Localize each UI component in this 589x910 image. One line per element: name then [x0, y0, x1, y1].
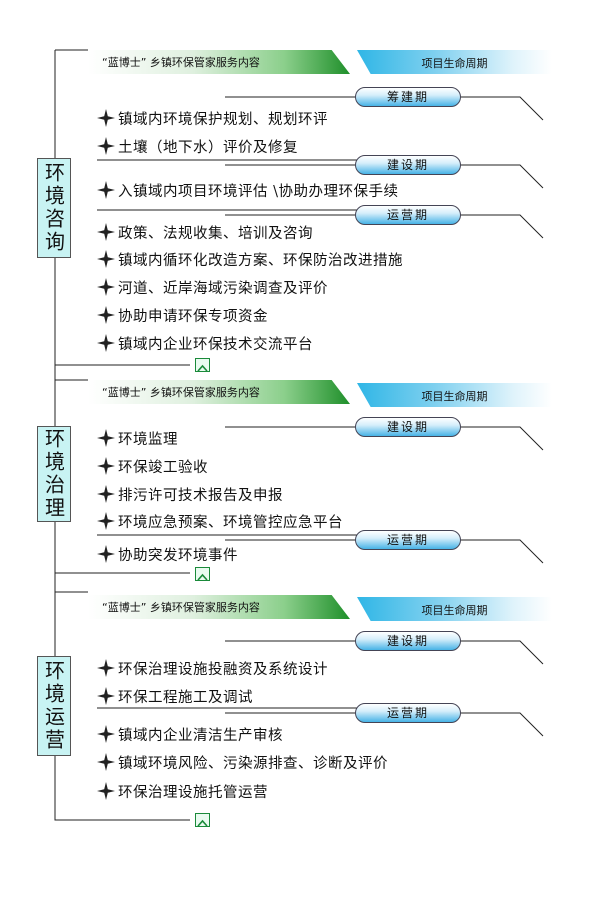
four-point-star-icon	[97, 334, 115, 352]
list-item: 环保治理设施投融资及系统设计	[97, 658, 328, 678]
service-banner: “蓝博士” 乡镇环保管家服务内容	[88, 380, 350, 404]
service-banner: “蓝博士” 乡镇环保管家服务内容	[88, 50, 350, 74]
four-point-star-icon	[97, 753, 115, 771]
list-item: 环保治理设施托管运营	[97, 781, 268, 801]
collapse-button[interactable]	[195, 358, 210, 372]
list-item: 环保工程施工及调试	[97, 686, 253, 706]
lifecycle-banner: 项目生命周期	[357, 50, 552, 74]
list-item-label: 环保工程施工及调试	[118, 689, 253, 706]
list-item-label: 协助申请环保专项资金	[118, 308, 268, 325]
service-banner-text: “蓝博士” 乡镇环保管家服务内容	[102, 601, 260, 614]
phase-badge: 筹建期	[355, 87, 461, 107]
collapse-button[interactable]	[195, 813, 210, 827]
list-item: 土壤（地下水）评价及修复	[97, 136, 298, 156]
lifecycle-banner-text: 项目生命周期	[421, 57, 488, 70]
phase-badge: 运营期	[355, 205, 461, 225]
phase-badge: 建设期	[355, 417, 461, 437]
list-item: 政策、法规收集、培训及咨询	[97, 222, 313, 242]
four-point-star-icon	[97, 306, 115, 324]
four-point-star-icon	[97, 545, 115, 563]
list-item: 镇域内循环化改造方案、环保防治改进措施	[97, 249, 403, 269]
list-item: 入镇域内项目环境评估 \协助办理环保手续	[97, 180, 399, 200]
four-point-star-icon	[97, 485, 115, 503]
four-point-star-icon	[97, 223, 115, 241]
category-box: 环境咨询	[37, 158, 71, 258]
list-item: 协助突发环境事件	[97, 544, 238, 564]
four-point-star-icon	[97, 250, 115, 268]
lifecycle-banner: 项目生命周期	[357, 383, 552, 407]
category-label: 环境运营	[41, 660, 66, 752]
service-banner: “蓝博士” 乡镇环保管家服务内容	[88, 595, 350, 619]
lifecycle-banner-text: 项目生命周期	[421, 390, 488, 403]
list-item-label: 镇域内循环化改造方案、环保防治改进措施	[118, 252, 403, 269]
category-box: 环境运营	[37, 656, 71, 756]
four-point-star-icon	[97, 512, 115, 530]
service-banner-text: “蓝博士” 乡镇环保管家服务内容	[102, 386, 260, 399]
four-point-star-icon	[97, 181, 115, 199]
chevron-up-icon	[197, 819, 208, 827]
list-item-label: 协助突发环境事件	[118, 547, 238, 564]
four-point-star-icon	[97, 137, 115, 155]
category-label: 环境咨询	[41, 162, 66, 254]
service-banner-text: “蓝博士” 乡镇环保管家服务内容	[102, 56, 260, 69]
four-point-star-icon	[97, 457, 115, 475]
list-item-label: 镇域内环境保护规划、规划环评	[118, 111, 328, 128]
four-point-star-icon	[97, 659, 115, 677]
four-point-star-icon	[97, 782, 115, 800]
list-item-label: 政策、法规收集、培训及咨询	[118, 225, 313, 242]
list-item: 河道、近岸海域污染调查及评价	[97, 277, 328, 297]
list-item: 镇域内企业清洁生产审核	[97, 724, 283, 744]
list-item-label: 环保治理设施投融资及系统设计	[118, 661, 328, 678]
list-item-label: 土壤（地下水）评价及修复	[118, 139, 298, 156]
four-point-star-icon	[97, 687, 115, 705]
chevron-up-icon	[197, 364, 208, 372]
list-item: 环境监理	[97, 428, 178, 448]
list-item-label: 排污许可技术报告及申报	[118, 487, 283, 504]
list-item-label: 环境监理	[118, 431, 178, 448]
category-box: 环境治理	[37, 426, 71, 522]
four-point-star-icon	[97, 278, 115, 296]
phase-badge: 建设期	[355, 155, 461, 175]
list-item: 镇域内环境保护规划、规划环评	[97, 108, 328, 128]
four-point-star-icon	[97, 429, 115, 447]
list-item: 排污许可技术报告及申报	[97, 484, 283, 504]
phase-badge: 建设期	[355, 631, 461, 651]
list-item: 镇域内企业环保技术交流平台	[97, 333, 313, 353]
list-item-label: 河道、近岸海域污染调查及评价	[118, 280, 328, 297]
list-item: 镇域环境风险、污染源排查、诊断及评价	[97, 752, 388, 772]
lifecycle-banner-text: 项目生命周期	[421, 604, 488, 617]
list-item: 协助申请环保专项资金	[97, 305, 268, 325]
list-item-label: 环境应急预案、环境管控应急平台	[118, 514, 343, 531]
list-item-label: 镇域环境风险、污染源排查、诊断及评价	[118, 755, 388, 772]
collapse-button[interactable]	[195, 567, 210, 581]
four-point-star-icon	[97, 109, 115, 127]
lifecycle-banner: 项目生命周期	[357, 597, 552, 621]
list-item-label: 入镇域内项目环境评估 \协助办理环保手续	[118, 183, 399, 200]
phase-badge: 运营期	[355, 703, 461, 723]
list-item-label: 环保治理设施托管运营	[118, 784, 268, 801]
category-label: 环境治理	[41, 428, 66, 520]
list-item: 环境应急预案、环境管控应急平台	[97, 511, 343, 531]
list-item-label: 镇域内企业环保技术交流平台	[118, 336, 313, 353]
list-item-label: 镇域内企业清洁生产审核	[118, 727, 283, 744]
list-item-label: 环保竣工验收	[118, 459, 208, 476]
phase-badge: 运营期	[355, 530, 461, 550]
four-point-star-icon	[97, 725, 115, 743]
list-item: 环保竣工验收	[97, 456, 208, 476]
chevron-up-icon	[197, 573, 208, 581]
